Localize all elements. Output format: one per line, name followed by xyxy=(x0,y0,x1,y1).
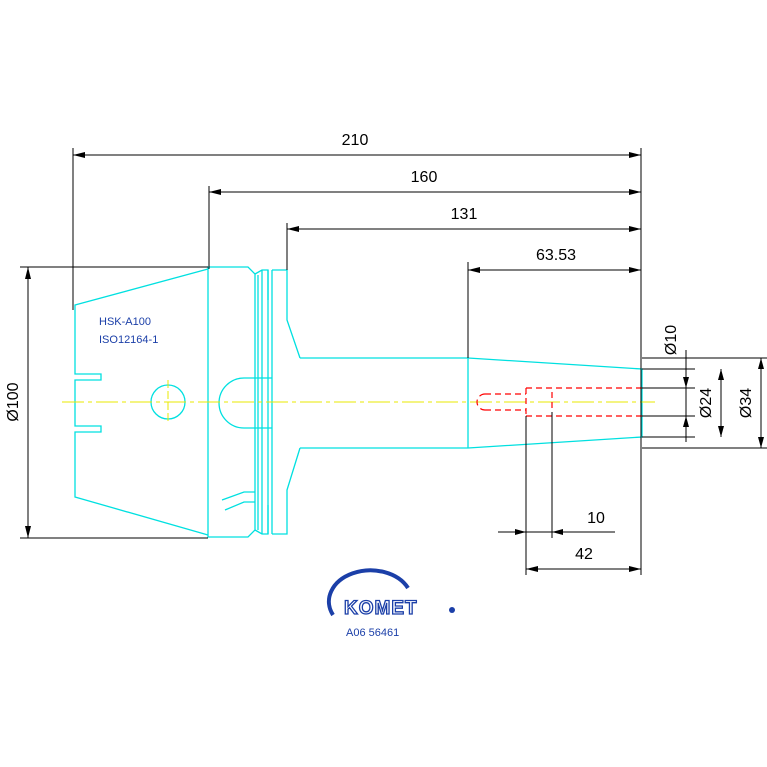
komet-logo: KOMET A06 56461 xyxy=(326,568,455,639)
dim-text-131: 131 xyxy=(451,206,478,223)
logo-arc-icon xyxy=(326,568,410,617)
hsk-shank xyxy=(74,268,209,536)
dim-text-210: 210 xyxy=(342,132,369,149)
spec-note-2: ISO12164-1 xyxy=(99,334,158,346)
rear-collar xyxy=(272,269,301,535)
dim-text-63: 63.53 xyxy=(536,247,576,264)
dim-text-d10: Ø10 xyxy=(663,325,680,355)
dim-text-d100: Ø100 xyxy=(5,382,22,421)
drive-slot xyxy=(218,377,272,429)
hidden-bore xyxy=(476,387,642,417)
dim-text-42: 42 xyxy=(575,546,593,563)
bore-10 xyxy=(485,393,526,411)
arrow-131-right xyxy=(629,226,641,232)
arrow-d10-bottom xyxy=(683,416,689,427)
arrow-160-right xyxy=(629,189,641,195)
bore-tip xyxy=(476,393,486,411)
dim-text-160: 160 xyxy=(411,169,438,186)
dim-text-10: 10 xyxy=(587,510,605,527)
spec-note-1: HSK-A100 xyxy=(99,316,151,328)
shaft-body xyxy=(300,357,468,449)
arrow-63-left xyxy=(468,267,480,273)
arrow-d10-top xyxy=(683,377,689,388)
dimensions xyxy=(20,148,767,575)
arrow-10-left xyxy=(515,529,526,535)
dim-text-d34: Ø34 xyxy=(738,388,755,418)
bore-24 xyxy=(525,387,642,417)
arrow-210-left xyxy=(73,152,85,158)
arrow-63-right xyxy=(629,267,641,273)
arrow-d100-top xyxy=(25,267,31,279)
arrow-10-right xyxy=(552,529,563,535)
arrow-d34-bottom xyxy=(758,437,764,448)
arrow-160-left xyxy=(209,189,221,195)
arrow-42-left xyxy=(526,566,538,572)
logo-brand-text: KOMET xyxy=(344,598,418,619)
arrow-210-right xyxy=(629,152,641,158)
part-number: A06 56461 xyxy=(346,627,399,639)
arrow-d24-bottom xyxy=(718,426,724,437)
arrow-d34-top xyxy=(758,358,764,369)
lower-slot xyxy=(221,491,255,511)
arrow-d100-bottom xyxy=(25,526,31,538)
arrow-131-left xyxy=(287,226,299,232)
tapered-nose xyxy=(467,357,643,449)
dim-text-d24: Ø24 xyxy=(698,388,715,418)
logo-dot-icon xyxy=(449,607,455,613)
arrowheads xyxy=(25,152,764,572)
arrow-d24-top xyxy=(718,369,724,380)
arrow-42-right xyxy=(629,566,641,572)
